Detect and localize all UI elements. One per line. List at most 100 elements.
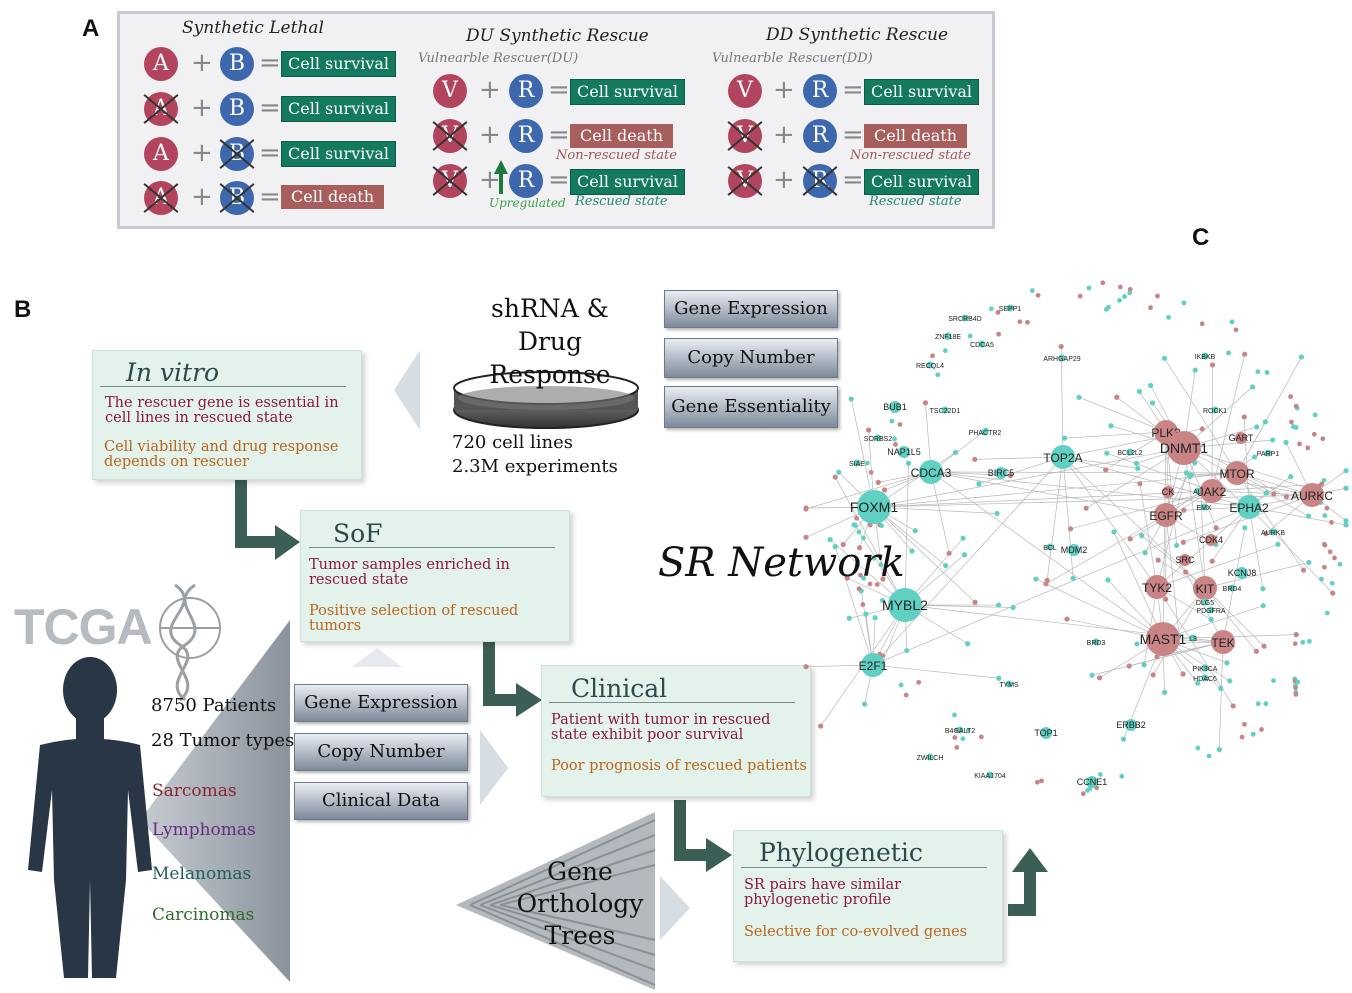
- network-leaf-node: [858, 572, 863, 578]
- network-leaf-node: [1300, 567, 1307, 573]
- patients-count: 8750 Patients: [151, 695, 277, 716]
- network-edge: [974, 456, 1064, 460]
- gene-label: AU: [1193, 489, 1203, 496]
- network-leaf-node: [942, 348, 948, 354]
- network-leaf-node: [1293, 685, 1298, 691]
- network-leaf-node: [1139, 532, 1145, 539]
- plus-sign: +: [479, 75, 501, 105]
- network-leaf-node: [1010, 604, 1016, 611]
- rescued-state-label: Rescued state: [869, 194, 962, 209]
- network-leaf-node: [1166, 314, 1171, 320]
- network-edge: [1060, 346, 1064, 458]
- gene-v-circle: V: [433, 74, 467, 108]
- network-leaf-node: [1058, 343, 1064, 350]
- network-edge: [834, 476, 906, 606]
- network-edge: [1062, 456, 1206, 589]
- network-leaf-node: [972, 599, 978, 605]
- network-leaf-node: [1289, 419, 1294, 425]
- network-edge: [1152, 587, 1206, 676]
- network-leaf-node: [1136, 388, 1142, 395]
- network-leaf-node: [995, 602, 1002, 608]
- network-leaf-node: [898, 682, 904, 688]
- network-leaf-node: [1343, 485, 1349, 491]
- network-leaf-node: [863, 611, 869, 617]
- network-leaf-node: [922, 400, 929, 406]
- gene-r-circle: R: [509, 164, 543, 198]
- network-leaf-node: [1195, 680, 1201, 686]
- experiments-count: 2.3M experiments: [452, 456, 618, 477]
- gene-node: [1235, 432, 1247, 444]
- network-leaves: [803, 280, 1349, 797]
- network-leaf-node: [1242, 351, 1248, 357]
- network-edge: [872, 664, 999, 679]
- clinical-data-button[interactable]: Clinical Data: [294, 782, 468, 820]
- gene-r-circle: R: [509, 119, 543, 153]
- synthetic-lethal-title: Synthetic Lethal: [182, 18, 324, 38]
- sof-box: [300, 510, 570, 642]
- network-leaf-node: [972, 456, 978, 462]
- gene-a-deleted-circle: A: [144, 92, 178, 126]
- network-leaf-node: [1100, 280, 1106, 286]
- gene-node: [926, 361, 934, 369]
- network-leaf-node: [1327, 549, 1333, 555]
- network-leaf-node: [1043, 581, 1049, 587]
- tcga-copy-number-button[interactable]: Copy Number: [294, 733, 468, 771]
- network-leaf-node: [803, 505, 809, 511]
- network-leaf-node: [1039, 778, 1044, 784]
- network-leaf-node: [1288, 474, 1294, 480]
- plus-sign: +: [773, 75, 795, 105]
- network-leaf-node: [1239, 734, 1245, 740]
- gene-label: RECQL4: [916, 363, 944, 370]
- network-leaf-node: [1322, 513, 1328, 519]
- dd-rescue-title: DD Synthetic Rescue: [766, 25, 949, 45]
- network-leaf-node: [879, 597, 885, 603]
- pointer-triangle: [352, 648, 402, 667]
- network-edge: [1139, 483, 1158, 588]
- gene-label: SEPP1: [999, 306, 1022, 313]
- gene-label: SRC: [1175, 555, 1195, 565]
- panel-label-a: A: [82, 15, 100, 42]
- network-edge: [1062, 456, 1138, 469]
- network-edge: [873, 447, 1185, 508]
- cell-death-badge: Cell death: [570, 124, 674, 148]
- network-edge: [978, 456, 1064, 485]
- network-leaf-node: [1183, 569, 1189, 575]
- divider: [549, 702, 795, 703]
- network-leaf-node: [1104, 450, 1110, 456]
- gene-node: [986, 771, 994, 779]
- network-leaf-node: [881, 487, 888, 493]
- network-leaf-node: [1321, 564, 1327, 570]
- network-leaf-node: [1141, 662, 1147, 668]
- gene-node: [1092, 638, 1100, 646]
- gene-essentiality-button[interactable]: Gene Essentiality: [664, 386, 838, 428]
- network-leaf-node: [1329, 519, 1334, 525]
- network-leaf-node: [1029, 288, 1035, 294]
- copy-number-button[interactable]: Copy Number: [664, 338, 838, 378]
- network-leaf-node: [1161, 355, 1168, 361]
- gene-node: [1207, 606, 1215, 614]
- gene-label: BIRC5: [988, 468, 1015, 478]
- network-leaf-node: [854, 515, 859, 521]
- gene-node: [1264, 449, 1272, 457]
- gene-expression-button[interactable]: Gene Expression: [664, 290, 838, 328]
- network-leaf-node: [1025, 319, 1030, 325]
- tcga-gene-expression-button[interactable]: Gene Expression: [294, 684, 468, 722]
- network-leaf-node: [1096, 675, 1103, 681]
- cell-survival-badge: Cell survival: [864, 79, 980, 105]
- network-edge: [1070, 490, 1213, 530]
- network-edge: [1062, 456, 1158, 588]
- network-edge: [1183, 447, 1321, 493]
- network-leaf-node: [1155, 293, 1160, 299]
- network-leaf-node: [1067, 526, 1074, 532]
- network-edge: [1156, 543, 1279, 588]
- network-edge: [1248, 506, 1333, 594]
- plus-sign: +: [479, 120, 501, 150]
- network-edge: [873, 472, 1238, 508]
- sr-network-title: SR Network: [658, 540, 905, 586]
- network-leaf-node: [905, 460, 912, 466]
- network-leaf-node: [848, 396, 854, 402]
- gene-label: CK: [1162, 487, 1175, 497]
- gene-label: KCNJ8: [1228, 568, 1257, 578]
- network-leaf-node: [1259, 727, 1264, 732]
- network-edge: [930, 471, 950, 554]
